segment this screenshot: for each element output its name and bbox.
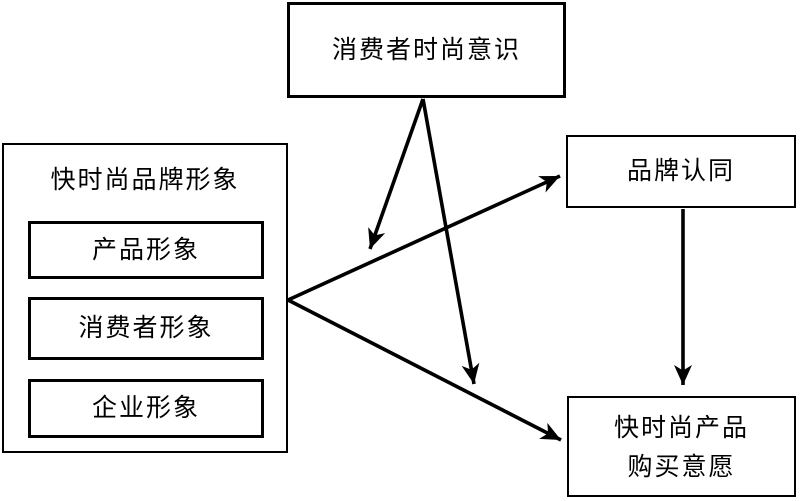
node-fast-fashion-purchase-intention: 快时尚产品 购买意愿 — [567, 396, 796, 497]
node-corporate-image: 企业形象 — [28, 379, 264, 438]
edge-brand-image-to-purchase-intention — [287, 298, 562, 442]
node-label: 消费者形象 — [78, 313, 214, 343]
node-product-image: 产品形象 — [28, 221, 264, 279]
node-label-line-2: 购买意愿 — [627, 451, 736, 481]
edge-consciousness-moderates-identity-path — [368, 98, 425, 250]
node-consumer-image: 消费者形象 — [28, 297, 264, 360]
edge-brand-image-to-brand-identity — [287, 174, 561, 302]
node-label: 企业形象 — [91, 393, 200, 423]
node-consumer-fashion-consciousness: 消费者时尚意识 — [287, 2, 566, 98]
node-label: 消费者时尚意识 — [331, 34, 521, 64]
node-label: 快时尚品牌形象 — [50, 165, 240, 194]
node-label-line-1: 快时尚产品 — [613, 412, 749, 442]
node-brand-identity: 品牌认同 — [566, 135, 796, 208]
node-label: 品牌认同 — [626, 156, 735, 186]
node-fast-fashion-brand-image: 快时尚品牌形象 产品形象 消费者形象 企业形象 — [2, 143, 288, 453]
edge-consciousness-moderates-purchase-path — [421, 98, 480, 385]
node-label: 产品形象 — [91, 234, 200, 264]
